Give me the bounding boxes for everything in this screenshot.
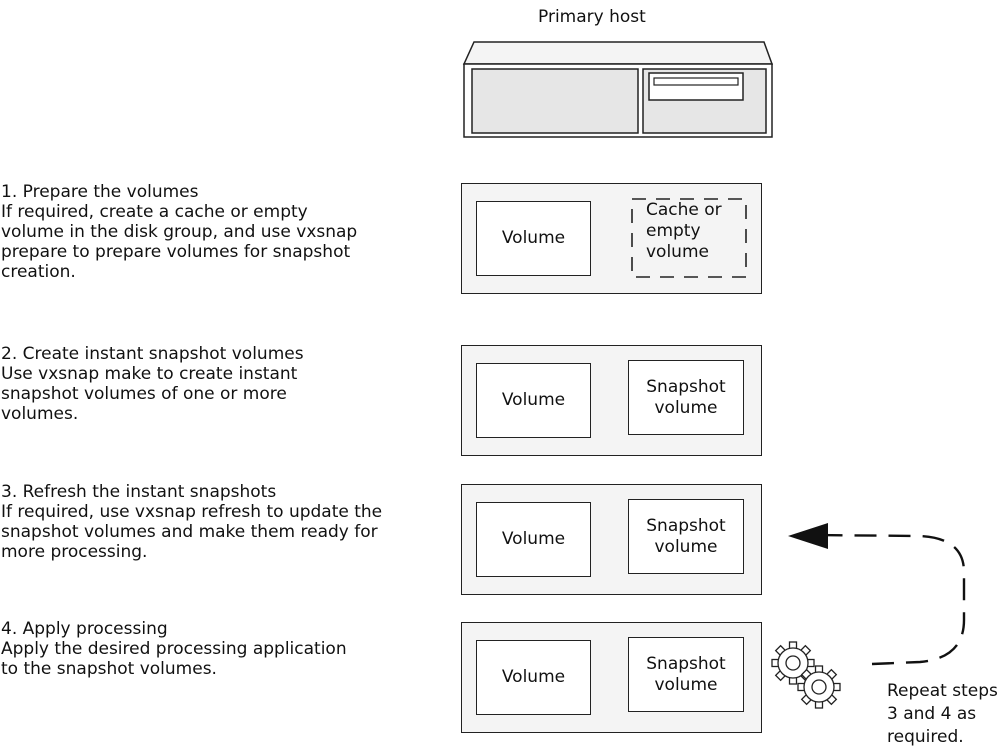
repeat-note-line: required. [887,727,964,747]
step-3-description: 3. Refresh the instant snapshots If requ… [1,482,421,562]
snapshot-volume-box: Snapshot volume [628,637,744,712]
cache-volume-label: Cache or empty volume [646,200,722,263]
volume-box: Volume [476,363,591,438]
volume-label: Volume [501,390,566,410]
step-3-text-line: snapshot volumes and make them ready for [1,522,378,542]
cache-or-empty-volume-box: Cache or empty volume [631,198,747,278]
step-4-text-line: Apply the desired processing application [1,639,347,659]
volume-label: Volume [501,228,566,248]
step-3-disk-group-box: Volume Snapshot volume [461,484,762,595]
repeat-note-line: 3 and 4 as [887,704,977,724]
step-1-disk-group-box: Volume Cache or empty volume [461,183,762,294]
step-2-description: 2. Create instant snapshot volumes Use v… [1,344,421,424]
step-1-title: 1. Prepare the volumes [1,182,199,202]
step-4-title: 4. Apply processing [1,619,168,639]
step-3-text-line: If required, use vxsnap refresh to updat… [1,502,383,522]
step-4-disk-group-box: Volume Snapshot volume [461,622,762,733]
cache-volume-label-line: volume [646,242,709,262]
primary-host-label: Primary host [538,7,646,27]
volume-box: Volume [476,640,591,715]
step-2-text-line: volumes. [1,404,79,424]
step-1-text-line: If required, create a cache or empty [1,202,308,222]
step-1-description: 1. Prepare the volumes If required, crea… [1,182,421,282]
step-4-text-line: to the snapshot volumes. [1,659,217,679]
snapshot-volume-box: Snapshot volume [628,499,744,574]
snapshot-volume-label-line: Snapshot [646,653,726,674]
step-2-text-line: snapshot volumes of one or more [1,384,287,404]
repeat-note-line: Repeat steps [887,681,998,701]
dashed-border [631,198,747,278]
snapshot-volume-label-line: Snapshot [646,376,726,397]
cache-volume-label-line: Cache or [646,200,722,220]
step-3-title: 3. Refresh the instant snapshots [1,482,277,502]
arrow-head [788,523,828,549]
step-2-text-line: Use vxsnap make to create instant [1,364,298,384]
step-4-description: 4. Apply processing Apply the desired pr… [1,619,421,679]
snapshot-volume-label-line: Snapshot [646,515,726,536]
volume-box: Volume [476,201,591,276]
snapshot-volume-box: Snapshot volume [628,360,744,435]
snapshot-volume-label-line: volume [654,674,718,695]
volume-label: Volume [501,667,566,687]
step-1-text-line: volume in the disk group, and use vxsnap [1,222,358,242]
snapshot-volume-label-line: volume [654,397,718,418]
repeat-note: Repeat steps 3 and 4 as required. [887,680,998,749]
step-2-disk-group-box: Volume Snapshot volume [461,345,762,456]
step-1-text-line: prepare to prepare volumes for snapshot [1,242,351,262]
cache-volume-label-line: empty [646,221,701,241]
step-2-title: 2. Create instant snapshot volumes [1,344,304,364]
volume-box: Volume [476,502,591,577]
step-3-text-line: more processing. [1,542,148,562]
step-1-text-line: creation. [1,262,76,282]
snapshot-volume-label-line: volume [654,536,718,557]
volume-label: Volume [501,529,566,549]
